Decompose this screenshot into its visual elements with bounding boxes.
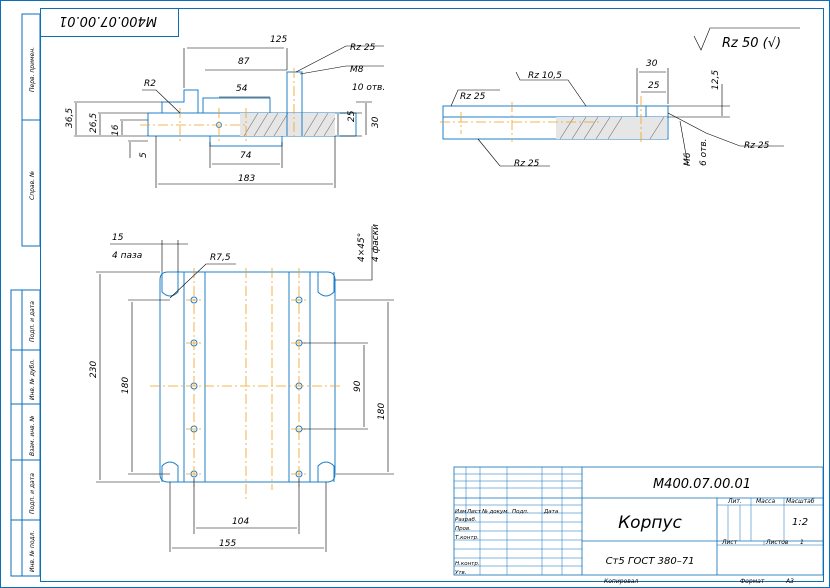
stamp-label-dup-inv: Инв. № дубл. (29, 359, 36, 400)
tb-sheets-label: Листов (765, 539, 789, 546)
dim-25: 25 (347, 110, 357, 122)
label-rz25-right: Rz 25 (744, 141, 770, 151)
label-slot-15: 15 (112, 233, 124, 243)
drawing-code-inverted: M400.07.00.01 (59, 13, 157, 28)
dim-side-25: 25 (648, 81, 660, 91)
tb-col-sheet: Лист (466, 509, 482, 515)
tb-scale-label: Масштаб (786, 498, 815, 505)
general-roughness: Rz 50 (√) (693, 27, 800, 51)
code-box-top: M400.07.00.01 (40, 8, 179, 37)
tb-col-change: Изм (455, 509, 466, 515)
dim-side-30: 30 (646, 59, 658, 69)
tb-col-sign: Подп. (512, 509, 529, 515)
plan-view: 230 180 90 180 104 155 15 4 паза R7,5 4×… (89, 224, 394, 552)
label-4-chamfers: 4 фаски (371, 224, 381, 262)
stamp-label-sign-date-2: Подп. и дата (29, 473, 36, 514)
tb-copied-label: Копировал (604, 578, 638, 585)
tb-col-date: Дата (543, 509, 559, 515)
tb-designation: M400.07.00.01 (653, 477, 751, 492)
dim-90: 90 (353, 380, 363, 392)
tb-row-norm-control: Н.контр. (455, 561, 480, 567)
tb-format-value: A3 (785, 578, 794, 585)
dim-180-left: 180 (121, 377, 131, 394)
section-view: 125 87 54 74 183 36,5 26,5 16 5 25 30 R2… (65, 35, 385, 188)
stamp-label-ref-no: Справ. № (29, 171, 36, 200)
label-rz25-bottom: Rz 25 (514, 159, 540, 169)
tb-lit-label: Лит. (727, 498, 742, 505)
tb-sheet-label: Лист (721, 539, 738, 546)
dim-183: 183 (238, 174, 255, 184)
tb-row-tech-control: Т.контр. (455, 535, 479, 541)
stamp-label-repl-inv: Взам. инв. № (29, 415, 36, 456)
tb-mass-label: Масса (756, 498, 775, 505)
label-m8: M8 (350, 65, 364, 75)
dim-side-12-5: 12,5 (711, 70, 721, 90)
label-r7-5: R7,5 (210, 253, 231, 263)
dim-180-right: 180 (377, 403, 387, 420)
dim-87: 87 (238, 57, 250, 67)
tb-row-approved: Утв. (455, 570, 467, 576)
dim-30: 30 (371, 116, 381, 128)
roughness-sign-icon (693, 27, 800, 51)
label-chamfer-4x45: 4×45° (357, 233, 367, 262)
tb-scale-value: 1:2 (792, 517, 808, 528)
label-4-slots: 4 паза (112, 251, 142, 261)
dim-36-5: 36,5 (65, 108, 75, 128)
label-10-holes: 10 отв. (352, 83, 385, 93)
dim-125: 125 (270, 35, 287, 45)
left-stamp: Перв. примен. Справ. № Подп. и дата Инв.… (10, 13, 41, 577)
title-block: Изм Лист № докум. Подп. Дата Разраб. Про… (453, 466, 824, 585)
tb-material: Ст5 ГОСТ 380–71 (606, 556, 695, 567)
stamp-label-sign-date-1: Подп. и дата (29, 301, 36, 342)
tb-format-label: Формат (740, 578, 765, 585)
label-r2: R2 (144, 79, 156, 89)
dim-16: 16 (111, 124, 121, 136)
dim-155: 155 (219, 539, 236, 549)
label-m6: M6 (683, 152, 693, 166)
dim-26-5: 26,5 (89, 113, 99, 133)
dim-5: 5 (139, 152, 149, 158)
stamp-label-orig-inv: Инв. № подл. (29, 531, 36, 572)
dim-74: 74 (240, 151, 252, 161)
tb-sheets-value: 1 (800, 539, 804, 546)
dim-104: 104 (232, 517, 249, 527)
tb-part-name: Корпус (618, 513, 682, 533)
tb-row-checked: Пров. (455, 526, 471, 532)
tb-row-developed: Разраб. (455, 517, 477, 523)
roughness-general-label: Rz 50 (√) (722, 36, 781, 51)
label-rz25-top: Rz 25 (350, 43, 376, 53)
tb-col-doc-no: № докум. (481, 509, 509, 515)
dim-230: 230 (89, 361, 99, 378)
side-view: 30 25 12,5 Rz 10,5 Rz 25 Rz 25 Rz 25 M6 … (440, 59, 784, 169)
label-6-holes: 6 отв. (699, 138, 709, 166)
label-rz10-5: Rz 10,5 (528, 71, 562, 81)
dim-54: 54 (236, 84, 248, 94)
stamp-label-first-use: Перв. примен. (29, 47, 36, 92)
label-rz25-left: Rz 25 (460, 92, 486, 102)
